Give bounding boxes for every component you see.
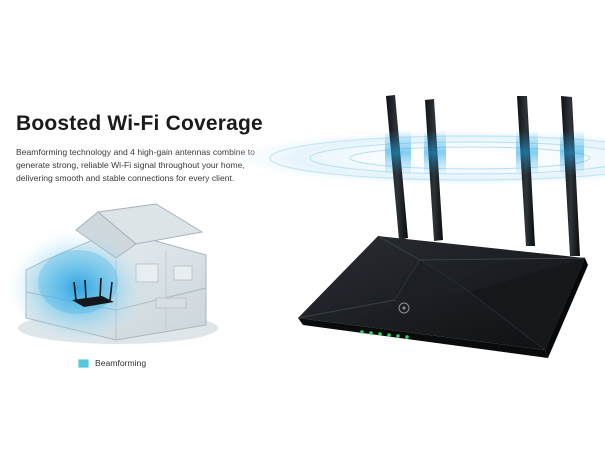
feature-description: Beamforming technology and 4 high-gain a… bbox=[16, 147, 255, 183]
status-leds bbox=[360, 330, 409, 339]
coverage-illustration bbox=[8, 203, 218, 344]
page-heading: Boosted Wi-Fi Coverage bbox=[16, 112, 263, 135]
signal-glow bbox=[8, 224, 148, 340]
signal-rings bbox=[220, 128, 605, 188]
router-body bbox=[297, 235, 588, 358]
tp-link-logo bbox=[398, 302, 410, 314]
mini-router-icon bbox=[72, 277, 114, 307]
legend-label: Beamforming bbox=[95, 358, 147, 368]
router-antennas bbox=[385, 95, 584, 256]
beamforming-swatch bbox=[78, 358, 89, 368]
legend: Beamforming bbox=[78, 358, 146, 368]
